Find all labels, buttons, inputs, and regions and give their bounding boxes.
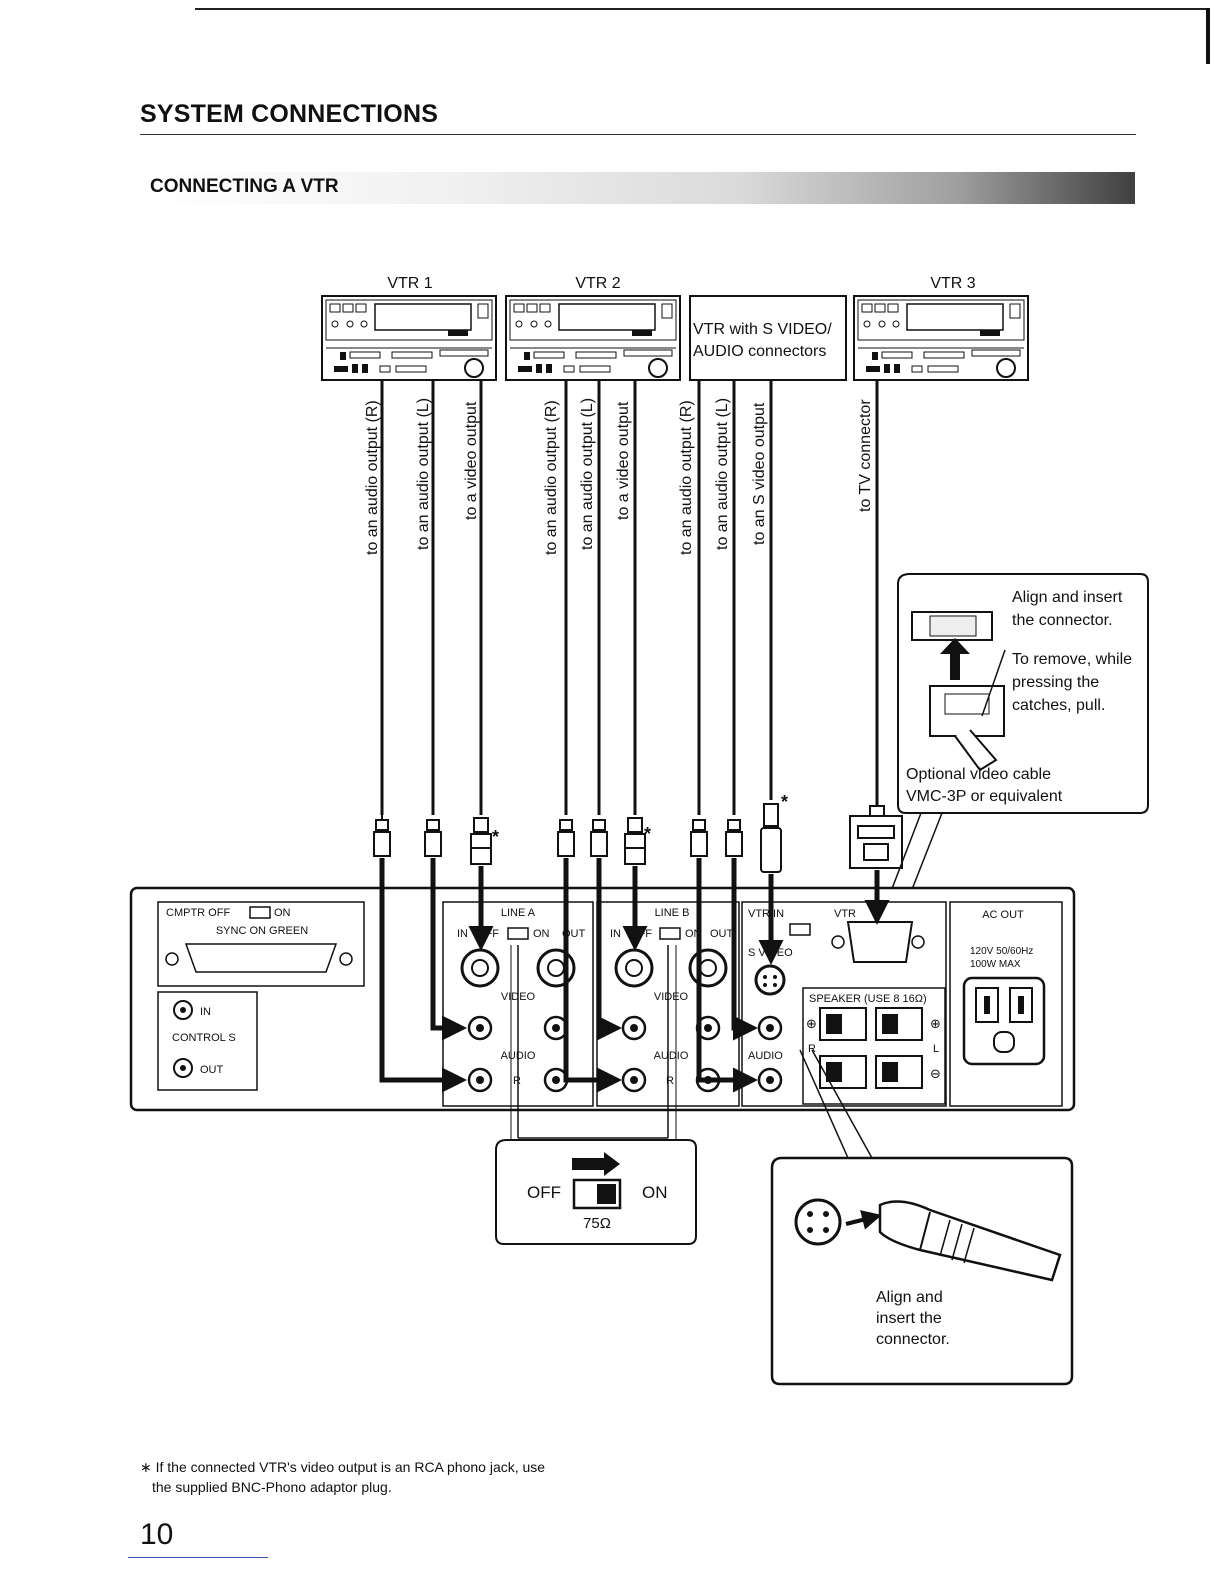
line-b-label: LINE B xyxy=(655,907,690,919)
vtr-s-audio-r-label: to an audio output (R) xyxy=(678,400,695,555)
cmptr-off-label: CMPTR OFF xyxy=(166,907,230,919)
vtr-in-audio-label: AUDIO xyxy=(748,1050,783,1062)
line-a-video-in-bnc[interactable] xyxy=(460,948,500,988)
ac-out-label: AC OUT xyxy=(982,909,1024,921)
vtr2-label: VTR 2 xyxy=(575,275,620,292)
vtr-cables xyxy=(380,380,879,815)
connector-remove-line3: catches, pull. xyxy=(1012,697,1105,714)
asterisk-s-video: * xyxy=(781,792,788,812)
connector-remove-line2: pressing the xyxy=(1012,674,1099,691)
control-s-in-label: IN xyxy=(200,1006,211,1018)
rear-panel: CMPTR OFF ON SYNC ON GREEN IN CONTROL S … xyxy=(129,886,1076,1112)
footnote-line1: ∗ If the connected VTR's video output is… xyxy=(140,1459,546,1475)
tv-connector-plug xyxy=(849,805,903,869)
line-a-75ohm-switch[interactable] xyxy=(507,927,529,940)
footnote-line2: the supplied BNC-Phono adaptor plug. xyxy=(152,1479,392,1495)
vtr-switch-label: VTR xyxy=(834,908,856,920)
line-b-video-out-bnc[interactable] xyxy=(688,948,728,988)
subsection-band xyxy=(145,172,1135,204)
line-b-out-label: OUT xyxy=(710,928,734,940)
s-video-socket-icon xyxy=(794,1198,842,1246)
vtr-in-label: VTR IN xyxy=(748,908,784,920)
rca-plugs xyxy=(373,815,743,857)
vtr1-audio-r-label: to an audio output (R) xyxy=(364,400,381,555)
vtr2-device xyxy=(505,295,681,381)
vtr3-device xyxy=(853,295,1029,381)
control-s-out-jack[interactable] xyxy=(173,1058,193,1078)
section-rule xyxy=(140,134,1136,135)
panel-cable-routes xyxy=(379,858,890,1093)
s-video-plug xyxy=(760,803,782,873)
computer-d-sub-connector[interactable] xyxy=(184,943,338,973)
connector-remove-line1: To remove, while xyxy=(1012,651,1132,668)
speaker-r-label: R xyxy=(808,1043,816,1055)
s-video-callout-line2: insert the xyxy=(876,1310,942,1327)
speaker-label: SPEAKER (USE 8 16Ω) xyxy=(809,993,927,1005)
ac-rating-line1: 120V 50/60Hz xyxy=(970,946,1033,957)
asterisk-vtr1-video: * xyxy=(492,827,499,847)
switch-off-label: OFF xyxy=(527,1183,561,1202)
line-b-r-label: R xyxy=(666,1075,674,1087)
switch-on-label: ON xyxy=(642,1183,668,1202)
optional-cable-line1: Optional video cable xyxy=(906,766,1051,783)
speaker-terminals[interactable] xyxy=(819,1007,923,1089)
cmptr-on-label: ON xyxy=(274,907,291,919)
vtr-s-video-label-line2: AUDIO connectors xyxy=(693,343,826,360)
top-corner-mark xyxy=(1206,8,1210,64)
vtr3-label: VTR 3 xyxy=(930,275,975,292)
vtr-s-video-label-line1: VTR with S VIDEO/ xyxy=(693,321,832,338)
footnote: ∗ If the connected VTR's video output is… xyxy=(140,1457,660,1497)
line-a-video-out-bnc[interactable] xyxy=(536,948,576,988)
vtr2-audio-r-label: to an audio output (R) xyxy=(543,400,560,555)
connector-align-line1: Align and insert xyxy=(1012,589,1123,606)
switch-ohm-label: 75Ω xyxy=(583,1215,611,1232)
vtr-s-video-device: VTR with S VIDEO/ AUDIO connectors xyxy=(689,295,847,381)
vtr2-audio-l-label: to an audio output (L) xyxy=(579,398,596,550)
line-b-audio-label: AUDIO xyxy=(654,1050,689,1062)
s-video-callout-line1: Align and xyxy=(876,1289,943,1306)
line-a-on-label: ON xyxy=(533,928,550,940)
termination-switch-callout: OFF ON 75Ω xyxy=(495,945,697,1245)
page-number-rule xyxy=(128,1557,268,1558)
vtr1-video-label: to a video output xyxy=(463,401,480,520)
speaker-plus-left: ⊕ xyxy=(806,1016,817,1031)
top-rule xyxy=(195,8,1210,10)
vtr1-device xyxy=(321,295,497,381)
line-a-in-label: IN xyxy=(457,928,468,940)
asterisk-vtr2-video: * xyxy=(644,824,651,844)
speaker-plus-right: ⊕ xyxy=(930,1016,941,1031)
control-s-label: CONTROL S xyxy=(172,1032,236,1044)
speaker-minus-right: ⊖ xyxy=(930,1066,941,1081)
connector-align-line2: the connector. xyxy=(1012,612,1113,629)
vtr1-audio-l-label: to an audio output (L) xyxy=(415,398,432,550)
line-b-75ohm-switch[interactable] xyxy=(659,927,681,940)
bnc-plugs xyxy=(470,817,646,865)
vtr1-label: VTR 1 xyxy=(387,275,432,292)
line-a-r-label: R xyxy=(513,1075,521,1087)
sync-on-green-label: SYNC ON GREEN xyxy=(216,925,308,937)
section-title: SYSTEM CONNECTIONS xyxy=(140,100,439,128)
line-b-video-in-bnc[interactable] xyxy=(614,948,654,988)
control-s-in-jack[interactable] xyxy=(173,1000,193,1020)
connector-callout: Align and insert the connector. To remov… xyxy=(879,573,1149,921)
vtr3-tv-connector-label: to TV connector xyxy=(857,399,874,512)
line-a-label: LINE A xyxy=(501,907,536,919)
cmptr-switch[interactable] xyxy=(249,906,271,919)
control-s-out-label: OUT xyxy=(200,1064,224,1076)
speaker-l-label: L xyxy=(933,1043,939,1055)
s-video-in-jack[interactable] xyxy=(754,964,786,996)
page-number: 10 xyxy=(140,1518,174,1551)
ac-rating-line2: 100W MAX xyxy=(970,959,1021,970)
s-video-callout-line3: connector. xyxy=(876,1331,950,1348)
line-b-in-label: IN xyxy=(610,928,621,940)
vtr-s-audio-l-label: to an audio output (L) xyxy=(714,398,731,550)
line-b-video-label: VIDEO xyxy=(654,991,689,1003)
tv-connector-socket[interactable] xyxy=(846,921,914,963)
s-video-callout: Align and insert the connector. xyxy=(770,1049,1074,1386)
vtr2-video-label: to a video output xyxy=(615,401,632,520)
optional-cable-line2: VMC-3P or equivalent xyxy=(906,788,1063,805)
subsection-title: CONNECTING A VTR xyxy=(150,176,339,197)
vtr-s-svideo-label: to an S video output xyxy=(751,402,768,545)
